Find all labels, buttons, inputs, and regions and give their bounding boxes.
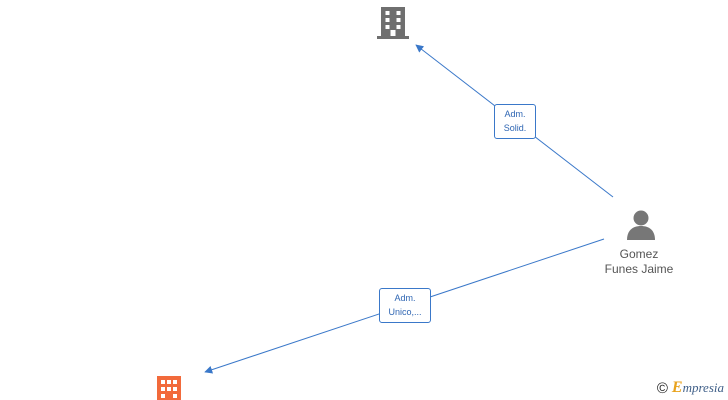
edge-label-line1: Adm. [504, 109, 526, 119]
edge-label-line2: Solid. [503, 123, 527, 133]
person-name[interactable]: Gomez Funes Jaime [584, 247, 694, 277]
empresia-logo-e: E [671, 379, 683, 396]
person-name-line2: Funes Jaime [604, 262, 674, 276]
company-top-building-icon[interactable] [377, 7, 409, 39]
edge-label-adm-solid[interactable]: Adm. Solid. [494, 104, 536, 139]
edge-label-adm-unico[interactable]: Adm. Unico,... [379, 288, 431, 323]
company-bottom-building-icon[interactable] [157, 376, 181, 400]
edge-label-line2: Unico,... [388, 307, 422, 317]
empresia-logo: Empresia [672, 379, 724, 397]
empresia-logo-rest: mpresia [682, 380, 724, 395]
edge-label-line1: Adm. [394, 293, 416, 303]
person-name-line1: Gomez [619, 247, 659, 261]
empresia-watermark: © Empresia [657, 379, 724, 397]
copyright-symbol: © [656, 379, 668, 397]
person-icon[interactable] [627, 210, 655, 241]
